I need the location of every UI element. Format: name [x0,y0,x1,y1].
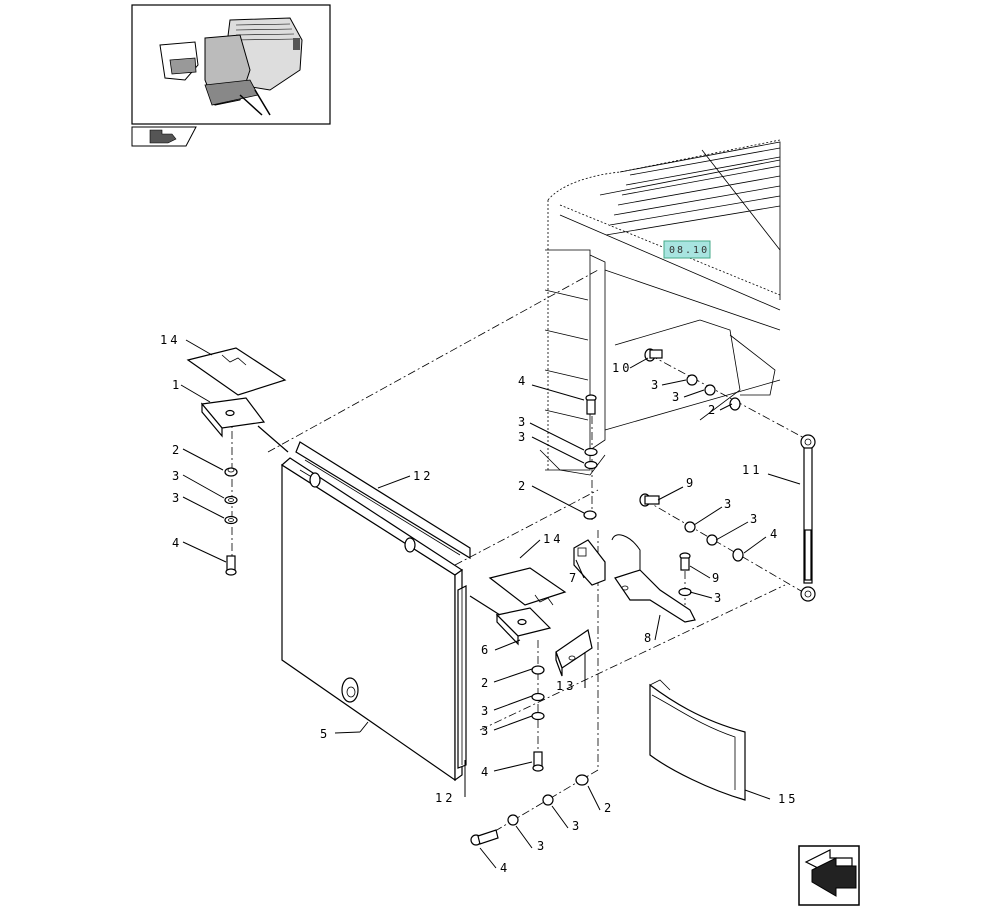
gas-strut[interactable] [800,434,816,602]
nut[interactable] [583,510,597,520]
callout-label[interactable]: 4 [518,374,528,388]
callout-label[interactable]: 3 [651,378,661,392]
callout-label[interactable]: 15 [778,792,798,806]
callout-label[interactable]: 3 [481,724,491,738]
hinge-rod-top[interactable] [295,441,471,560]
callout-label[interactable]: 10 [612,361,632,375]
washer[interactable] [224,495,238,505]
reference-badge[interactable]: 08.10 [663,240,711,259]
bolt[interactable] [644,348,663,362]
callout-label[interactable]: 3 [172,469,182,483]
washer[interactable] [678,587,692,597]
nut[interactable] [224,467,238,477]
seal-strip-right[interactable] [457,585,467,769]
callout-label[interactable]: 14 [543,532,563,546]
callout-label[interactable]: 3 [172,491,182,505]
callout-label[interactable]: 12 [413,469,433,483]
shim-plate-lower[interactable] [488,567,567,606]
hinge-bracket[interactable] [200,397,289,453]
washer[interactable] [686,374,698,386]
latch-bracket[interactable] [573,539,606,586]
washer[interactable] [584,460,598,470]
nut[interactable] [575,774,589,786]
callout-label[interactable]: 9 [712,571,722,585]
washer[interactable] [507,814,519,826]
washer[interactable] [684,521,696,533]
leader-lines [180,339,801,869]
washer[interactable] [706,534,718,546]
washer[interactable] [584,447,598,457]
nut[interactable] [531,665,545,675]
callout-label[interactable]: 4 [481,765,491,779]
bolt[interactable] [225,555,237,576]
hinge-bracket-lower[interactable] [469,595,552,646]
bracket-plate[interactable] [555,629,593,677]
callout-label[interactable]: 3 [481,704,491,718]
callout-labels: 14 1 2 3 3 4 12 5 14 6 2 3 3 4 12 4 3 3 … [160,333,798,875]
callout-label[interactable]: 2 [518,479,528,493]
callout-label[interactable]: 4 [500,861,510,875]
callout-label[interactable]: 14 [160,333,180,347]
side-door-panel[interactable] [281,457,464,782]
callout-label[interactable]: 3 [537,839,547,853]
callout-label[interactable]: 3 [714,591,724,605]
callout-label[interactable]: 3 [724,497,734,511]
bottom-cover[interactable] [649,679,746,801]
callout-label[interactable]: 12 [435,791,455,805]
bolt[interactable] [532,751,544,772]
callout-label[interactable]: 5 [320,727,330,741]
reference-badge-label: 08.10 [669,245,709,256]
callout-label[interactable]: 11 [742,463,762,477]
callout-label[interactable]: 13 [556,679,576,693]
bolt[interactable] [639,493,660,507]
washer[interactable] [224,515,238,525]
washer[interactable] [531,692,545,702]
callout-label[interactable]: 4 [172,536,182,550]
callout-label[interactable]: 2 [708,403,718,417]
callout-label[interactable]: 2 [481,676,491,690]
callout-label[interactable]: 7 [569,571,579,585]
bolt[interactable] [585,394,597,415]
machine-overview-icon[interactable] [131,4,331,125]
book-arrow-icon[interactable] [131,126,197,147]
callout-label[interactable]: 3 [672,390,682,404]
nut[interactable] [729,397,741,411]
callout-label[interactable]: 1 [172,378,182,392]
washer[interactable] [704,384,716,396]
callout-label[interactable]: 9 [686,476,696,490]
callout-label[interactable]: 2 [604,801,614,815]
callout-label[interactable]: 3 [518,415,528,429]
bolt[interactable] [679,552,691,571]
callout-label[interactable]: 4 [770,527,780,541]
support-arm[interactable] [611,534,696,623]
callout-label[interactable]: 6 [481,643,491,657]
callout-label[interactable]: 3 [572,819,582,833]
bolt[interactable] [470,829,499,846]
washer[interactable] [531,711,545,721]
callout-label[interactable]: 3 [518,430,528,444]
callout-label[interactable]: 8 [644,631,654,645]
shim-plate-top[interactable] [186,347,287,396]
washer[interactable] [542,794,554,806]
callout-label[interactable]: 2 [172,443,182,457]
machine-body [539,139,781,476]
nut[interactable] [732,548,744,562]
callout-label[interactable]: 3 [750,512,760,526]
next-page-arrow-icon[interactable] [798,845,860,906]
